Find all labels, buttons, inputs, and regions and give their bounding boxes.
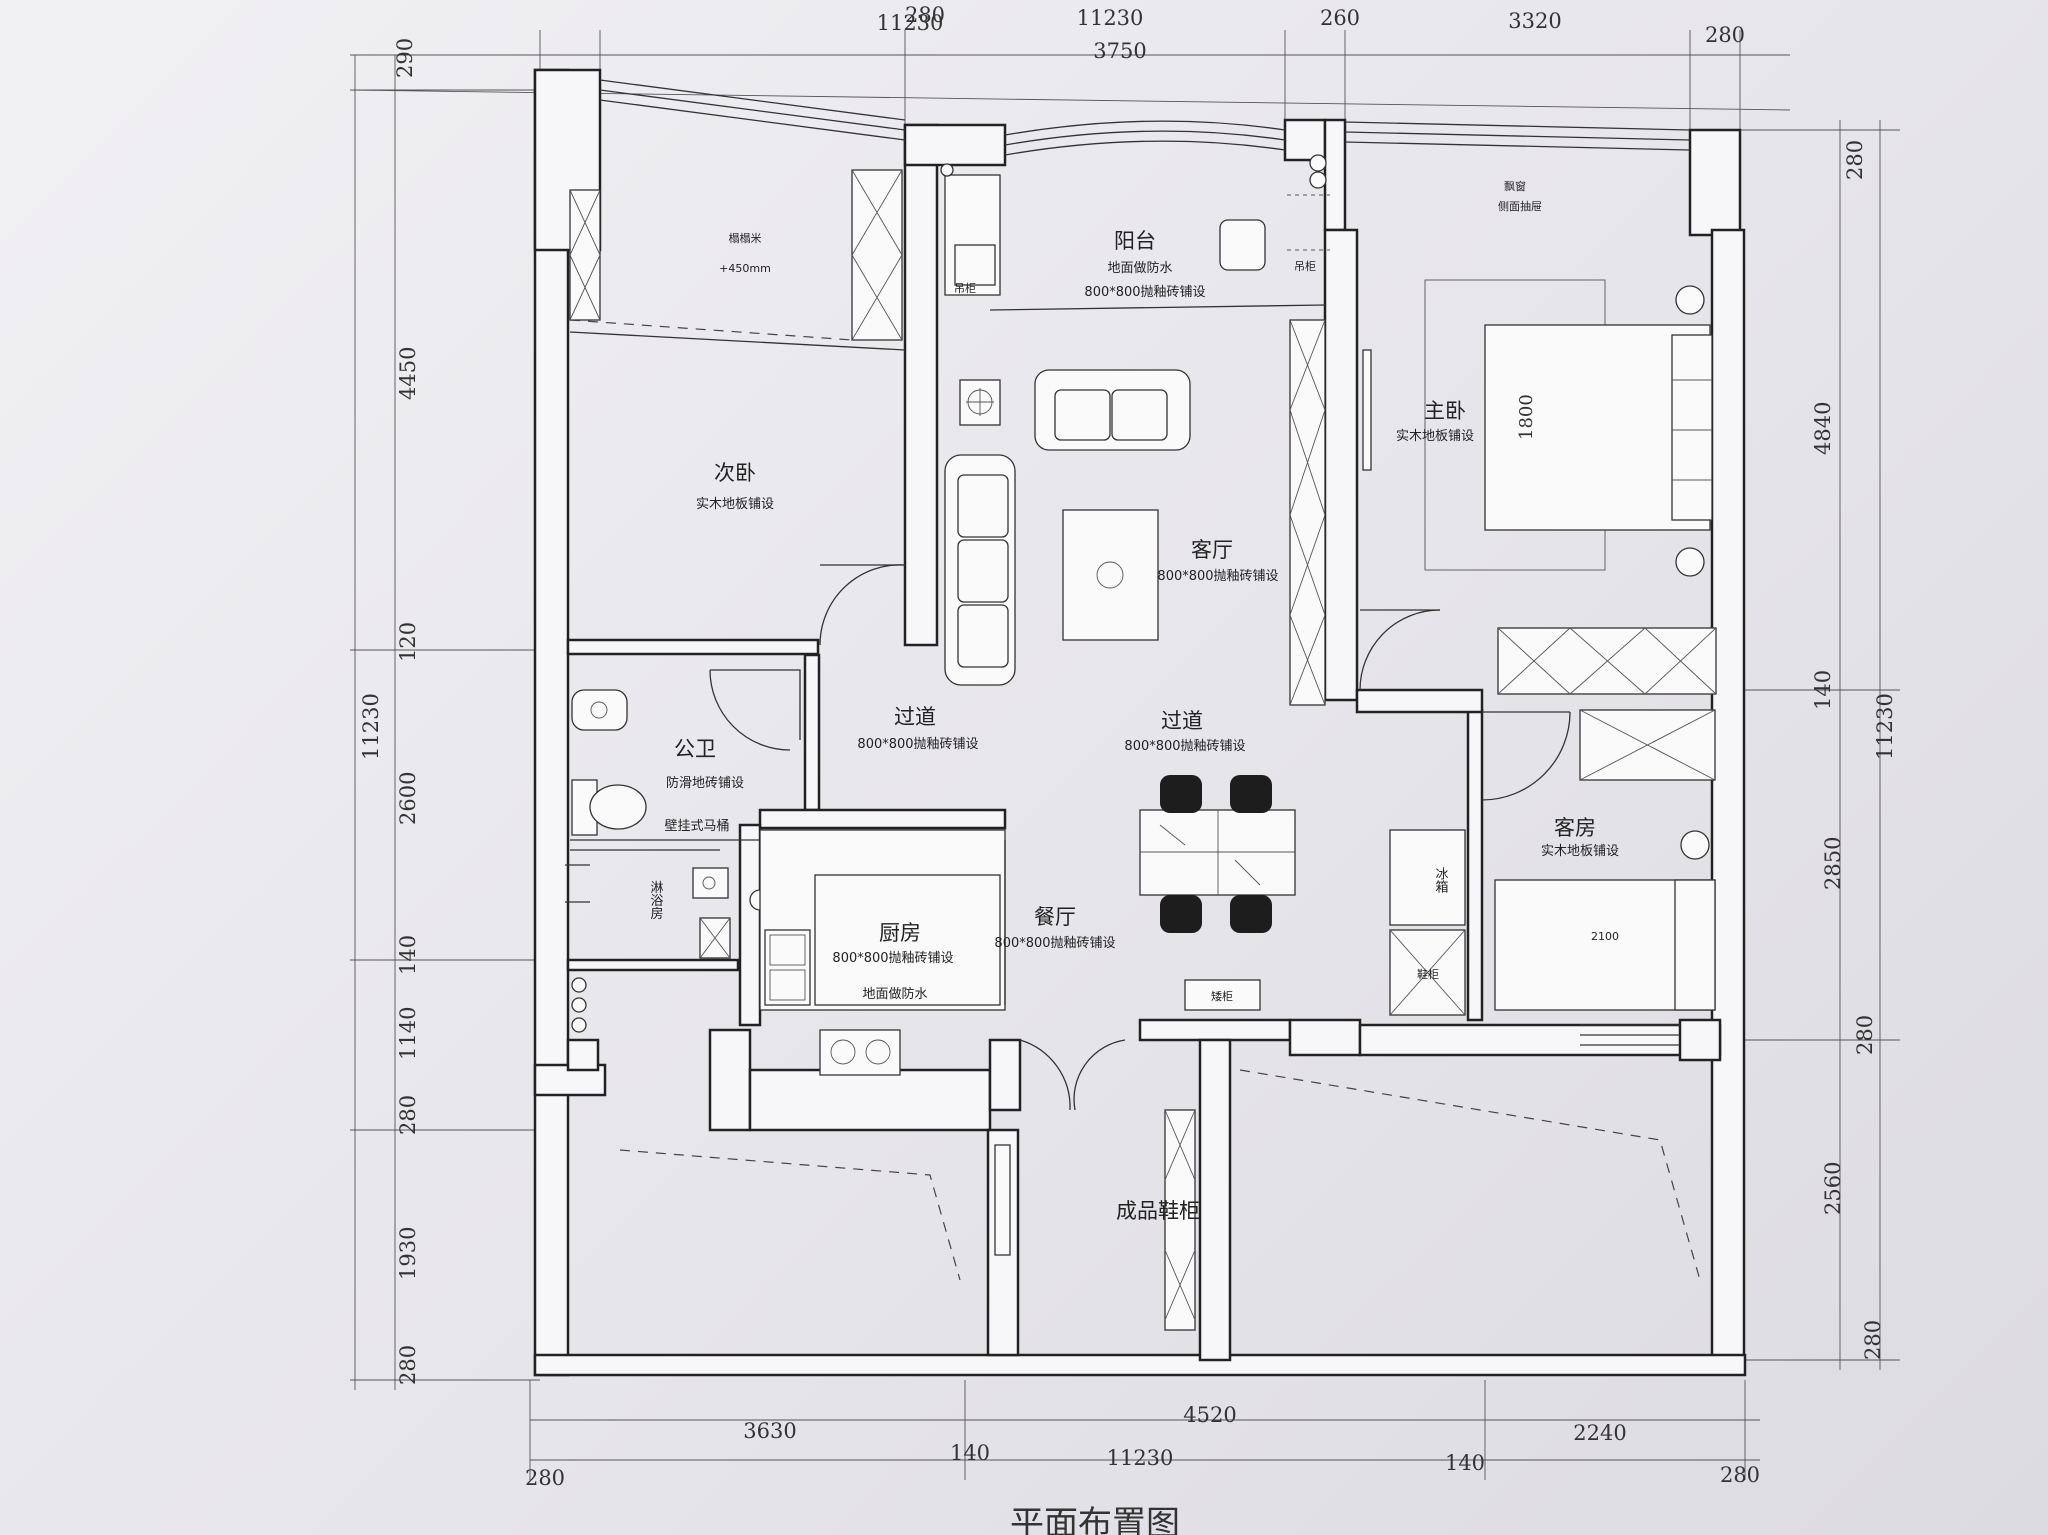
bay-window-label: 飘窗 <box>1504 179 1526 193</box>
dim-bottom-6: 2240 <box>1573 1421 1626 1445</box>
hanging-cabinet-label-2: 吊柜 <box>1294 260 1316 273</box>
master-bedroom-note: 实木地板铺设 <box>1396 429 1474 444</box>
hallway-right-note: 800*800抛釉砖铺设 <box>1124 739 1245 754</box>
guest-bed-width: 2100 <box>1591 930 1619 943</box>
windows <box>599 79 1691 1046</box>
second-bedroom-label: 次卧 <box>714 461 756 485</box>
dim-top-2: 11230 <box>1077 6 1144 30</box>
bay-window-note: 侧面抽屉 <box>1498 199 1542 213</box>
dim-top-3: 3750 <box>1093 39 1146 63</box>
living-room-note: 800*800抛釉砖铺设 <box>1157 569 1278 584</box>
dim-bottom-7: 280 <box>525 1466 565 1490</box>
dim-right-2: 4840 <box>1811 402 1835 455</box>
kitchen-note-2: 地面做防水 <box>862 986 927 1002</box>
hallway-right-label: 过道 <box>1161 709 1203 733</box>
dim-left-2: 4450 <box>396 347 420 400</box>
master-bedroom-label: 主卧 <box>1424 399 1466 423</box>
dim-right-8: 280 <box>1861 1320 1885 1360</box>
bathroom-note: 防滑地砖铺设 <box>666 775 744 791</box>
living-room-furniture <box>944 369 1191 686</box>
second-bedroom-note: 实木地板铺设 <box>696 497 774 512</box>
dim-top-6: 3320 <box>1508 9 1561 33</box>
balcony-fixtures <box>940 154 1330 706</box>
dim-left-10: 280 <box>396 1345 420 1385</box>
dim-bottom-5: 140 <box>1445 1451 1485 1475</box>
living-room-label: 客厅 <box>1191 538 1233 562</box>
tatami-area <box>569 169 906 351</box>
fridge-label: 冰箱 <box>1433 867 1449 893</box>
dim-bottom-8: 280 <box>1720 1463 1760 1487</box>
dim-left-4: 11230 <box>359 693 383 760</box>
dim-bottom-1: 3630 <box>743 1419 796 1443</box>
dim-top-4: 260 <box>1320 6 1360 30</box>
dim-right-3: 140 <box>1811 670 1835 710</box>
dim-top-1: 280 <box>905 3 945 27</box>
dim-right-1: 280 <box>1843 140 1867 180</box>
dimension-lines <box>349 30 1900 1480</box>
kitchen-fixtures <box>759 829 1126 1111</box>
dim-right-7: 2560 <box>1821 1162 1845 1215</box>
balcony-note-1: 地面做防水 <box>1107 260 1172 276</box>
toilet-label: 壁挂式马桶 <box>664 819 729 834</box>
hallway-left-note: 800*800抛釉砖铺设 <box>857 737 978 752</box>
dim-top-7: 280 <box>1705 23 1745 47</box>
dim-bottom-3: 4520 <box>1183 1403 1236 1427</box>
dim-bottom-2: 140 <box>950 1441 990 1465</box>
master-bed-width: 1800 <box>1516 394 1537 440</box>
dim-left-5: 2600 <box>396 772 420 825</box>
master-bedroom-furniture <box>1359 279 1717 695</box>
kitchen-label: 厨房 <box>879 921 921 945</box>
dimension-text: 11230 280 11230 3750 260 3320 280 290 44… <box>359 3 1897 1490</box>
dim-left-7: 1140 <box>396 1007 420 1060</box>
drawing-title: 平面布置图 <box>1010 1504 1180 1535</box>
balcony-label: 阳台 <box>1114 229 1156 253</box>
walls <box>533 68 1747 1377</box>
shoe-cabinet-label: 成品鞋柜 <box>1116 1199 1200 1223</box>
dining-table <box>1139 775 1296 1011</box>
hallway-left-label: 过道 <box>894 705 936 729</box>
tatami-label: 榻榻米 <box>729 231 762 245</box>
dim-bottom-4: 11230 <box>1107 1446 1174 1470</box>
guest-room-label: 客房 <box>1554 816 1596 840</box>
second-bedroom-door <box>819 564 906 646</box>
dim-right-6: 280 <box>1853 1015 1877 1055</box>
lower-rooms <box>619 1069 1701 1331</box>
sideboard-label: 矮柜 <box>1211 989 1233 1003</box>
guest-room-note: 实木地板铺设 <box>1541 844 1619 859</box>
dim-left-6: 140 <box>396 935 420 975</box>
dim-left-8: 280 <box>396 1095 420 1135</box>
shoe-box-label: 鞋柜 <box>1417 967 1439 981</box>
kitchen-note-1: 800*800抛釉砖铺设 <box>832 951 953 966</box>
shower-label: 淋浴房 <box>648 881 664 920</box>
dim-right-5: 2850 <box>1821 837 1845 890</box>
room-labels: 榻榻米 +450mm 阳台 地面做防水 800*800抛釉砖铺设 吊柜 吊柜 飘… <box>648 179 1620 1223</box>
bathroom-label: 公卫 <box>674 737 716 761</box>
dim-right-4: 11230 <box>1873 693 1897 760</box>
dining-note: 800*800抛釉砖铺设 <box>994 936 1115 951</box>
hanging-cabinet-label-1: 吊柜 <box>954 282 976 295</box>
bathroom-fixtures <box>565 669 801 1033</box>
dim-left-1: 290 <box>393 38 417 78</box>
dim-left-9: 1930 <box>396 1227 420 1280</box>
dim-left-3: 120 <box>396 622 420 662</box>
balcony-note-2: 800*800抛釉砖铺设 <box>1084 285 1205 300</box>
dining-label: 餐厅 <box>1034 905 1076 929</box>
dim-top-5: 11230 <box>877 11 944 35</box>
guest-room-furniture <box>1389 709 1716 1016</box>
tatami-height: +450mm <box>719 262 771 275</box>
